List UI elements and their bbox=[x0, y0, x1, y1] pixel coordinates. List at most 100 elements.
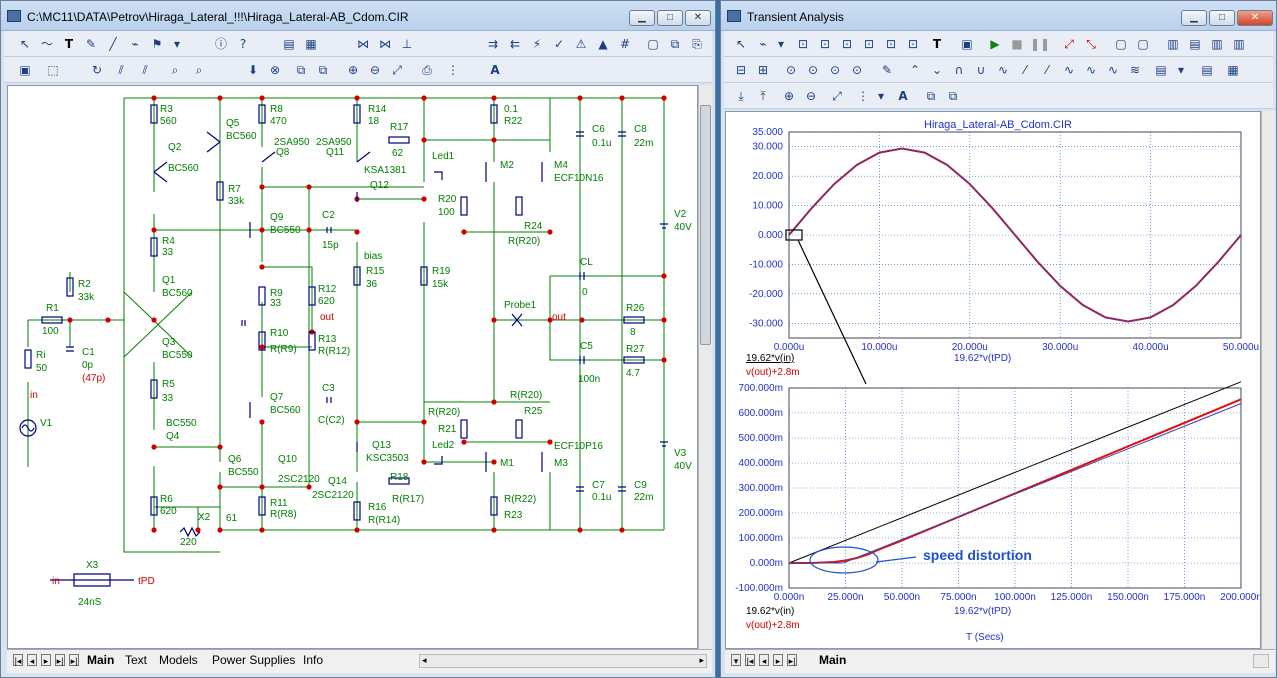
select-icon[interactable]: ↖ bbox=[19, 37, 31, 51]
wave3-icon[interactable]: ∿ bbox=[1107, 63, 1119, 77]
flag-icon[interactable]: ⚑ bbox=[151, 37, 163, 51]
page-icon[interactable]: ▢ bbox=[647, 37, 659, 51]
last-page-button[interactable]: ▸| bbox=[55, 654, 65, 666]
calendar-icon[interactable]: ▦ bbox=[1227, 63, 1239, 77]
analysis-minimize-button[interactable]: ▁ bbox=[1181, 10, 1207, 26]
analysis-maximize-button[interactable]: □ bbox=[1209, 10, 1235, 26]
step-icon[interactable]: ⬇ bbox=[247, 63, 259, 77]
print-icon[interactable]: ⎙ bbox=[422, 63, 432, 77]
split-h-icon[interactable]: ⊟ bbox=[735, 63, 747, 77]
valley-icon[interactable]: ⌄ bbox=[931, 63, 943, 77]
cursor6-icon[interactable]: ⊡ bbox=[907, 37, 919, 51]
grid-toggle-icon[interactable]: ⋮ bbox=[447, 63, 459, 77]
zoom-in-icon[interactable]: ⊕ bbox=[783, 89, 795, 103]
wire-icon[interactable]: 〜 bbox=[40, 37, 53, 51]
zoom-fit-icon[interactable]: ⤢ bbox=[832, 89, 842, 103]
layout3-icon[interactable]: ▥ bbox=[1211, 37, 1223, 51]
scroll-thumb[interactable] bbox=[700, 105, 711, 345]
an-next-button[interactable]: ▸ bbox=[773, 654, 783, 666]
zoom-a-icon[interactable]: ⊙ bbox=[785, 63, 797, 77]
node2-icon[interactable]: ⋈ bbox=[379, 37, 391, 51]
zoom-region-box[interactable] bbox=[785, 229, 803, 241]
list-icon[interactable]: ▤ bbox=[1201, 63, 1213, 77]
stop-icon[interactable]: ■ bbox=[1011, 37, 1023, 51]
stop-icon[interactable]: ⊗ bbox=[269, 63, 281, 77]
text-tool-icon[interactable]: T bbox=[64, 37, 74, 51]
scroll-tabs-button[interactable]: ▸| bbox=[69, 654, 79, 666]
plot2-icon[interactable]: ▢ bbox=[1137, 37, 1149, 51]
close-button[interactable]: ✕ bbox=[685, 10, 711, 26]
help-icon[interactable]: ? bbox=[239, 37, 247, 51]
flip-icon[interactable]: ⫽ bbox=[142, 63, 148, 77]
layout1-icon[interactable]: ▥ bbox=[1167, 37, 1179, 51]
analysis-hscrollbar[interactable] bbox=[1253, 654, 1269, 668]
tab-power-supplies[interactable]: Power Supplies bbox=[212, 653, 296, 667]
tab-analysis-main[interactable]: Main bbox=[819, 653, 847, 667]
split-v-icon[interactable]: ⊞ bbox=[757, 63, 769, 77]
fit-v-icon[interactable]: ⤒ bbox=[760, 89, 766, 103]
line-tool-icon[interactable]: ✎ bbox=[85, 37, 97, 51]
node-icon[interactable]: ⋈ bbox=[357, 37, 369, 51]
layer-icon[interactable]: ⧉ bbox=[926, 89, 936, 103]
grid-icon[interactable]: ▤ bbox=[283, 37, 295, 51]
scale2-icon[interactable]: ⤡ bbox=[1086, 37, 1096, 51]
lightning-icon[interactable]: ⚡ bbox=[532, 37, 542, 51]
check-icon[interactable]: ✓ bbox=[553, 37, 565, 51]
select-icon[interactable]: ↖ bbox=[735, 37, 747, 51]
pen-icon[interactable]: ╱ bbox=[109, 37, 117, 51]
wave2-icon[interactable]: ∿ bbox=[1085, 63, 1097, 77]
first-page-button[interactable]: |◂ bbox=[13, 654, 23, 666]
analysis-titlebar[interactable]: Transient Analysis ▁ □ ✕ bbox=[721, 1, 1276, 31]
cursor2-icon[interactable]: ⊡ bbox=[819, 37, 831, 51]
prev-page-button[interactable]: ◂ bbox=[27, 654, 37, 666]
rotate-icon[interactable]: ↻ bbox=[91, 63, 103, 77]
schematic-titlebar[interactable]: C:\MC11\DATA\Petrov\Hiraga_Lateral_!!!\H… bbox=[1, 1, 715, 31]
schematic-hscrollbar[interactable]: ◂ ▸ bbox=[419, 654, 707, 668]
info-icon[interactable]: ⓘ bbox=[214, 37, 227, 51]
edit-icon[interactable]: ✎ bbox=[881, 63, 893, 77]
slope-icon[interactable]: ⁄ bbox=[1023, 63, 1026, 77]
an-last-button[interactable]: ▸| bbox=[787, 654, 797, 666]
slope2-icon[interactable]: ⁄ bbox=[1045, 63, 1048, 77]
analysis-close-button[interactable]: ✕ bbox=[1237, 10, 1273, 26]
cursor1-icon[interactable]: ⊡ bbox=[797, 37, 809, 51]
font-icon[interactable]: A bbox=[490, 63, 500, 77]
dropdown2-icon[interactable]: ▾ bbox=[1177, 63, 1185, 77]
peak-icon[interactable]: ⌃ bbox=[909, 63, 921, 77]
low-icon[interactable]: ∪ bbox=[976, 63, 986, 77]
mirror-icon[interactable]: ⫽ bbox=[118, 63, 124, 77]
component-icon[interactable]: ⌁ bbox=[131, 37, 139, 51]
arrow-left-icon[interactable]: ⇇ bbox=[509, 37, 521, 51]
tab-main[interactable]: Main bbox=[87, 653, 115, 667]
layer2-icon[interactable]: ⧉ bbox=[318, 63, 328, 77]
schematic-vscrollbar[interactable] bbox=[698, 85, 712, 649]
properties-icon[interactable]: ▣ bbox=[961, 37, 973, 51]
cursor5-icon[interactable]: ⊡ bbox=[885, 37, 897, 51]
text-tool-icon[interactable]: T bbox=[932, 37, 942, 51]
zoom-d-icon[interactable]: ⊙ bbox=[851, 63, 863, 77]
next-page-button[interactable]: ▸ bbox=[41, 654, 51, 666]
paste-icon[interactable]: ⎘ bbox=[692, 37, 702, 51]
font-icon[interactable]: A bbox=[898, 89, 908, 103]
find2-icon[interactable]: ⌕ bbox=[195, 63, 203, 77]
sticky-icon[interactable]: ▤ bbox=[1155, 63, 1167, 77]
pin-icon[interactable]: ⊥ bbox=[401, 37, 413, 51]
an-prev-button[interactable]: |◂ bbox=[745, 654, 755, 666]
an-back-button[interactable]: ◂ bbox=[759, 654, 769, 666]
cursor4-icon[interactable]: ⊡ bbox=[863, 37, 875, 51]
zoom-in-icon[interactable]: ⊕ bbox=[347, 63, 359, 77]
arrow-right-icon[interactable]: ⇉ bbox=[487, 37, 499, 51]
minimize-button[interactable]: ▁ bbox=[629, 10, 655, 26]
region-icon[interactable]: ⬚ bbox=[47, 63, 59, 77]
scale-icon[interactable]: ⤢ bbox=[1064, 37, 1074, 51]
hash-icon[interactable]: # bbox=[619, 37, 631, 51]
tab-text[interactable]: Text bbox=[125, 653, 148, 667]
cursor3-icon[interactable]: ⊡ bbox=[841, 37, 853, 51]
tab-info[interactable]: Info bbox=[303, 653, 324, 667]
zoom-b-icon[interactable]: ⊙ bbox=[807, 63, 819, 77]
warning-icon[interactable]: ⚠ bbox=[575, 37, 587, 51]
dropdown3-icon[interactable]: ▾ bbox=[877, 89, 885, 103]
zoom-out-icon[interactable]: ⊖ bbox=[369, 63, 381, 77]
tool-icon[interactable]: ▦ bbox=[305, 37, 317, 51]
